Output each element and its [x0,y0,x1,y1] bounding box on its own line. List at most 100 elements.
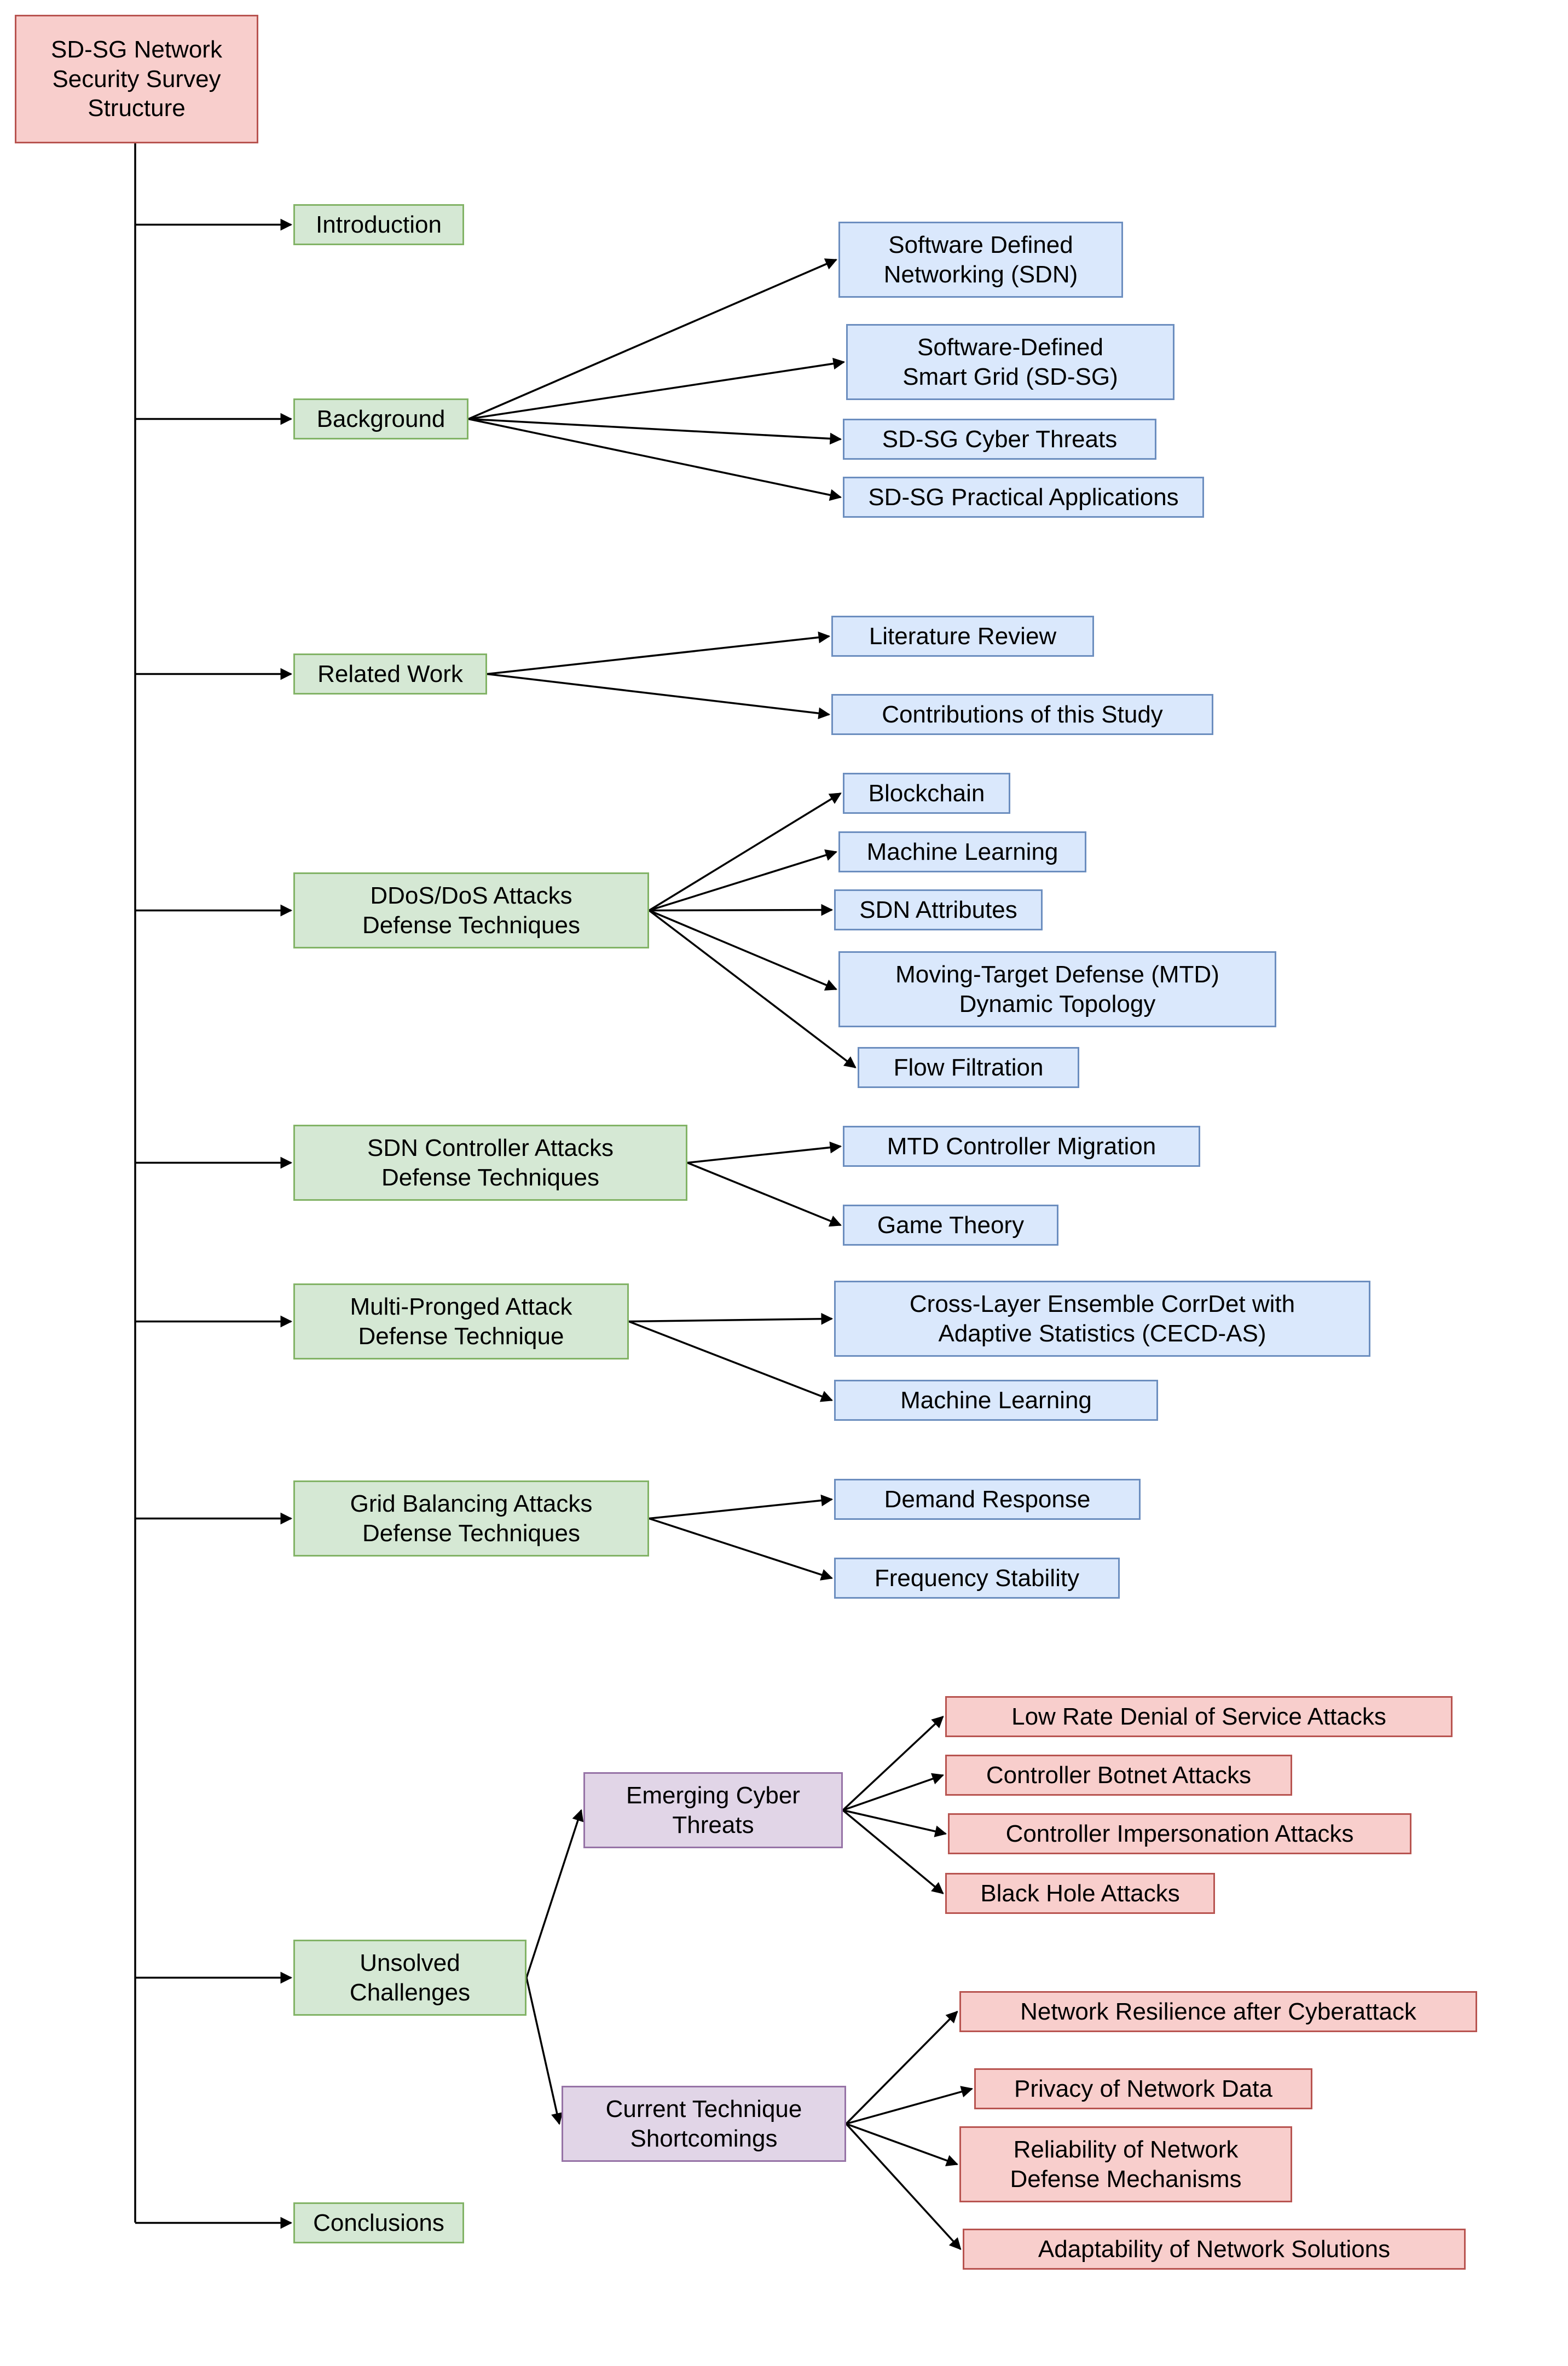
edge-background-sdsg [468,357,846,420]
node-practical: SD-SG Practical Applications [843,477,1204,518]
node-game-theory: Game Theory [843,1205,1058,1246]
edge-shortcomings-reliability [846,2122,959,2166]
node-ddos: DDoS/DoS Attacks Defense Techniques [293,872,649,948]
node-label-unsolved: Unsolved Challenges [349,1949,471,2006]
edge-sdn-controller-mtd-migration [687,1141,842,1164]
node-label-emerging: Emerging Cyber Threats [626,1781,800,1838]
node-label-cyber-threats: SD-SG Cyber Threats [882,425,1118,453]
edge-background-practical [468,418,842,501]
node-label-adaptability: Adaptability of Network Solutions [1038,2235,1391,2263]
node-label-botnet: Controller Botnet Attacks [986,1761,1252,1789]
edge-emerging-low-rate [842,1716,944,1811]
node-label-low-rate: Low Rate Denial of Service Attacks [1011,1703,1386,1730]
node-impersonation: Controller Impersonation Attacks [948,1813,1411,1854]
node-mtd-migration: MTD Controller Migration [843,1126,1200,1167]
node-label-multi-pronged: Multi-Pronged Attack Defense Technique [350,1293,572,1350]
node-label-mtd: Moving-Target Defense (MTD) Dynamic Topo… [895,961,1219,1017]
edge-shortcomings-resilience [845,2010,958,2125]
node-label-sdsg: Software-Defined Smart Grid (SD-SG) [902,333,1118,390]
node-reliability: Reliability of Network Defense Mechanism… [959,2126,1292,2202]
node-label-literature: Literature Review [869,622,1057,650]
node-label-cecd: Cross-Layer Ensemble CorrDet with Adapti… [909,1290,1295,1347]
node-introduction: Introduction [293,204,464,245]
edge-background-cyber-threats [468,418,842,445]
node-sdn: Software Defined Networking (SDN) [838,222,1123,298]
node-label-flow-filtration: Flow Filtration [893,1054,1044,1081]
edge-ddos-ml-ddos [649,849,838,912]
edge-multi-pronged-cecd [628,1312,834,1325]
node-sdsg: Software-Defined Smart Grid (SD-SG) [846,324,1174,400]
edge-shortcomings-privacy [846,2086,974,2125]
edge-unsolved-shortcomings [525,1977,563,2125]
node-label-black-hole: Black Hole Attacks [980,1879,1180,1907]
edge-ddos-sdn-attributes [649,904,834,916]
node-contributions: Contributions of this Study [831,694,1213,735]
node-label-background: Background [316,405,445,432]
node-root: SD-SG Network Security Survey Structure [15,15,258,143]
edge-emerging-botnet [842,1773,945,1812]
node-mtd: Moving-Target Defense (MTD) Dynamic Topo… [838,951,1276,1027]
edge-multi-pronged-ml-multi [628,1320,834,1402]
node-emerging: Emerging Cyber Threats [583,1772,843,1848]
node-label-grid-balancing: Grid Balancing Attacks Defense Technique… [350,1490,593,1547]
node-ml-ddos: Machine Learning [838,831,1086,872]
node-unsolved: Unsolved Challenges [293,1940,526,2016]
node-label-impersonation: Controller Impersonation Attacks [1005,1820,1354,1847]
node-background: Background [293,398,468,439]
node-sdn-attributes: SDN Attributes [834,889,1043,930]
edge-related-work-literature [487,631,831,675]
node-flow-filtration: Flow Filtration [858,1047,1079,1088]
edge-ddos-blockchain [649,792,842,911]
node-label-frequency: Frequency Stability [874,1564,1080,1592]
edge-related-work-contributions [487,673,831,719]
node-grid-balancing: Grid Balancing Attacks Defense Technique… [293,1480,649,1557]
node-blockchain: Blockchain [843,773,1010,814]
node-adaptability: Adaptability of Network Solutions [963,2229,1466,2270]
node-label-root: SD-SG Network Security Survey Structure [51,36,222,122]
node-literature: Literature Review [831,616,1094,657]
node-label-conclusions: Conclusions [313,2209,444,2236]
node-label-privacy: Privacy of Network Data [1014,2075,1272,2102]
node-label-related-work: Related Work [317,660,463,687]
node-cecd: Cross-Layer Ensemble CorrDet with Adapti… [834,1281,1370,1357]
node-low-rate: Low Rate Denial of Service Attacks [945,1696,1453,1737]
edge-grid-balancing-frequency [649,1517,834,1581]
node-label-sdn-attributes: SDN Attributes [859,896,1017,923]
node-label-ddos: DDoS/DoS Attacks Defense Techniques [362,882,580,939]
node-label-ml-ddos: Machine Learning [866,838,1058,865]
node-shortcomings: Current Technique Shortcomings [562,2086,846,2162]
node-demand-response: Demand Response [834,1479,1141,1520]
node-sdn-controller: SDN Controller Attacks Defense Technique… [293,1125,687,1201]
node-label-ml-multi: Machine Learning [900,1386,1092,1414]
node-related-work: Related Work [293,653,487,695]
edge-shortcomings-adaptability [845,2123,962,2251]
edge-emerging-impersonation [842,1809,947,1837]
node-label-demand-response: Demand Response [884,1485,1091,1513]
node-label-shortcomings: Current Technique Shortcomings [605,2095,802,2152]
edge-ddos-flow-filtration [648,910,857,1068]
edge-unsolved-emerging [525,1809,584,1979]
node-black-hole: Black Hole Attacks [945,1873,1215,1914]
node-privacy: Privacy of Network Data [974,2068,1312,2109]
node-cyber-threats: SD-SG Cyber Threats [843,419,1156,460]
node-label-mtd-migration: MTD Controller Migration [887,1132,1156,1160]
node-label-contributions: Contributions of this Study [882,701,1163,728]
node-label-sdn: Software Defined Networking (SDN) [883,231,1078,288]
edge-ddos-mtd [649,909,837,991]
node-multi-pronged: Multi-Pronged Attack Defense Technique [293,1283,629,1360]
edge-sdn-controller-game-theory [687,1161,842,1227]
node-label-blockchain: Blockchain [868,779,985,807]
node-conclusions: Conclusions [293,2202,464,2243]
node-label-sdn-controller: SDN Controller Attacks Defense Technique… [367,1134,614,1191]
edge-background-sdn [468,258,837,420]
node-resilience: Network Resilience after Cyberattack [959,1991,1477,2032]
node-label-practical: SD-SG Practical Applications [868,483,1179,511]
node-label-introduction: Introduction [316,211,442,238]
node-ml-multi: Machine Learning [834,1380,1158,1421]
node-botnet: Controller Botnet Attacks [945,1755,1292,1796]
node-frequency: Frequency Stability [834,1558,1120,1599]
node-label-resilience: Network Resilience after Cyberattack [1020,1998,1416,2025]
node-label-game-theory: Game Theory [877,1211,1025,1239]
